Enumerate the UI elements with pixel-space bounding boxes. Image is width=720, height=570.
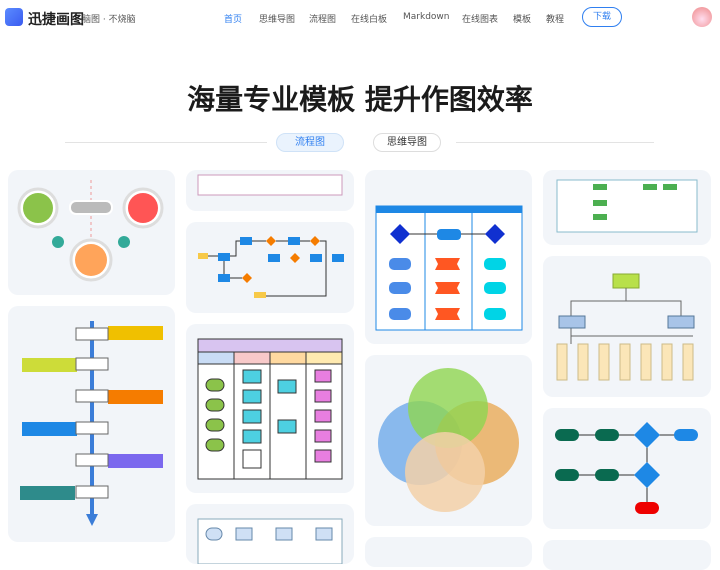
- template-thumbnail: [555, 422, 698, 514]
- template-card[interactable]: [365, 355, 532, 526]
- download-button[interactable]: 下载: [582, 7, 622, 27]
- template-thumbnail: [20, 321, 163, 526]
- nav-tutorials[interactable]: 教程: [546, 15, 565, 25]
- nav-whiteboard[interactable]: 在线白板: [351, 15, 388, 25]
- nav-flowchart[interactable]: 流程图: [309, 15, 337, 25]
- template-thumbnail: [197, 338, 343, 480]
- template-thumbnail: [198, 236, 344, 298]
- template-card[interactable]: [186, 170, 354, 211]
- tagline: 脑图 · 不烧脑: [82, 15, 136, 25]
- nav-templates[interactable]: 模板: [513, 15, 532, 25]
- template-thumbnail: [556, 179, 698, 233]
- nav-mindmap[interactable]: 思维导图: [259, 15, 296, 25]
- divider: [65, 142, 267, 143]
- template-thumbnail: [197, 518, 343, 564]
- tab-mindmap[interactable]: 思维导图: [373, 133, 441, 152]
- template-card[interactable]: [186, 504, 354, 564]
- nav-home[interactable]: 首页: [224, 15, 243, 25]
- template-card[interactable]: [365, 537, 532, 567]
- nav-charts[interactable]: 在线图表: [462, 15, 499, 25]
- template-thumbnail: [375, 205, 523, 331]
- template-thumbnail: [378, 368, 519, 512]
- template-card[interactable]: [8, 306, 175, 542]
- template-thumbnail: [197, 174, 343, 196]
- avatar[interactable]: [692, 7, 712, 27]
- tab-flowchart[interactable]: 流程图: [276, 133, 344, 152]
- template-thumbnail: [556, 273, 695, 381]
- template-card[interactable]: [543, 170, 711, 245]
- page-title: 海量专业模板 提升作图效率: [187, 83, 533, 116]
- template-card[interactable]: [543, 256, 711, 397]
- template-card[interactable]: [186, 222, 354, 313]
- top-nav: 迅捷画图 脑图 · 不烧脑 首页 思维导图 流程图 在线白板 Markdown …: [0, 0, 720, 36]
- template-card[interactable]: [8, 170, 175, 295]
- template-card[interactable]: [543, 540, 711, 570]
- brand-name[interactable]: 迅捷画图: [28, 12, 84, 28]
- logo-icon[interactable]: [5, 8, 23, 26]
- divider: [456, 142, 654, 143]
- template-card[interactable]: [365, 170, 532, 344]
- template-thumbnail: [17, 180, 164, 282]
- nav-markdown[interactable]: Markdown: [403, 12, 450, 22]
- template-card[interactable]: [543, 408, 711, 529]
- template-card[interactable]: [186, 324, 354, 493]
